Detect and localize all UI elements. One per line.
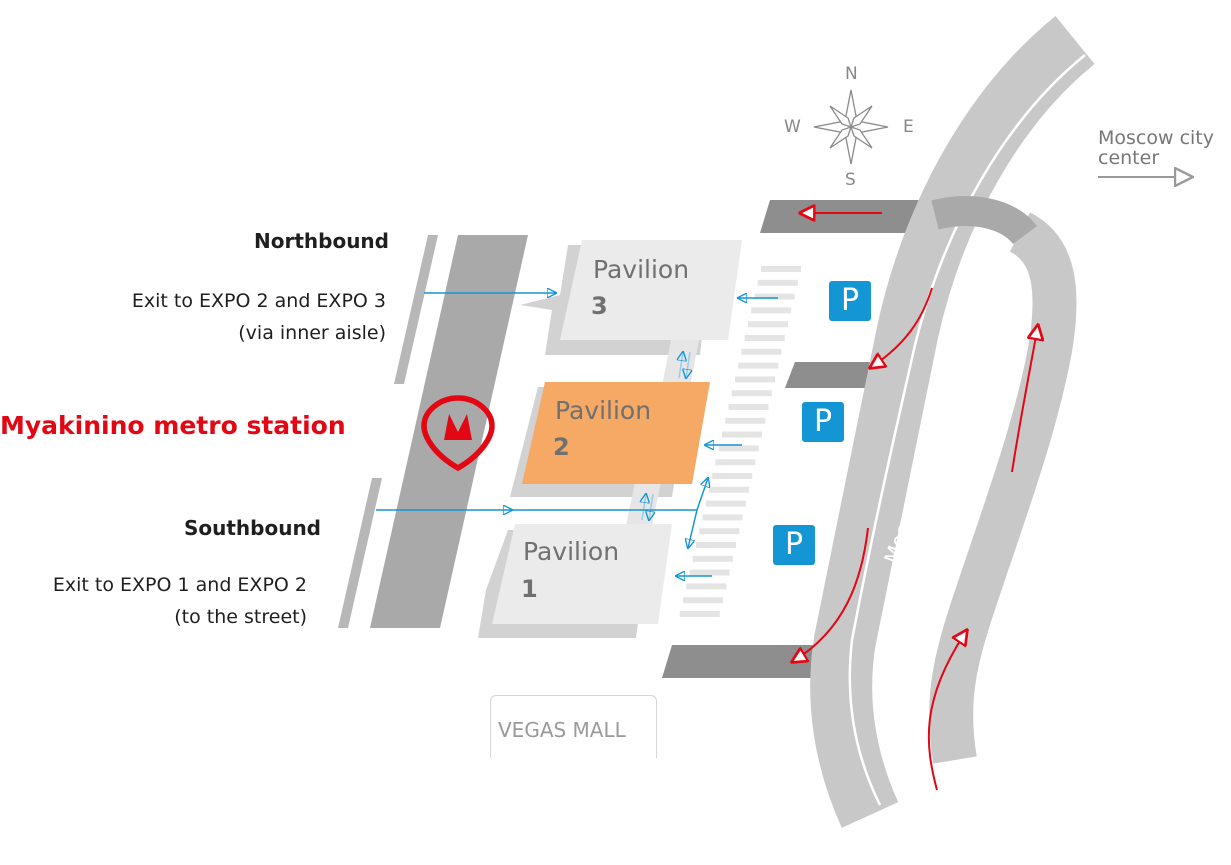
compass-rose-icon: [813, 89, 889, 165]
aisle-stripe: [731, 390, 772, 397]
aisle-stripe: [712, 473, 753, 479]
aisle-stripe: [757, 279, 798, 286]
aisle-stripe: [683, 597, 723, 604]
aisle-stripe: [754, 293, 795, 300]
aisle-stripe: [751, 307, 792, 314]
aisle-stripe: [709, 486, 749, 493]
vegas-mall-label: VEGAS MALL: [498, 718, 626, 742]
northbound-title: Northbound: [254, 229, 389, 253]
parking-sign-south: P: [773, 525, 815, 565]
compass-north: N: [845, 64, 858, 84]
northbound-exit-2: (via inner aisle): [238, 322, 386, 344]
city-center-label-1: Moscow city: [1098, 127, 1214, 149]
pavilion-3-block: [560, 240, 742, 340]
aisle-stripe: [748, 321, 788, 328]
parking-sign-north: P: [829, 281, 871, 321]
track-north: [394, 235, 438, 384]
southbound-exit-1: Exit to EXPO 1 and EXPO 2: [52, 574, 307, 596]
aisle-stripe: [728, 404, 769, 410]
metro-logo-icon: [421, 395, 495, 472]
mkad-centerline: [848, 54, 1086, 806]
mkad-road: [810, 15, 1095, 828]
aisle-stripe: [696, 542, 736, 548]
track-south: [338, 478, 382, 628]
aisle-stripe: [738, 362, 779, 369]
aisle-stripe: [689, 569, 730, 576]
aisle-stripe: [702, 514, 743, 521]
aisle-stripe: [692, 555, 733, 562]
pavilion-3-name: Pavilion: [593, 255, 690, 284]
compass-west: W: [784, 117, 801, 137]
corridor-arrows: [642, 352, 690, 520]
entry-arrows: [376, 293, 778, 576]
compass-east: E: [903, 117, 914, 137]
traffic-arrows: [792, 213, 1038, 791]
ramp-junction-upper: [931, 196, 1037, 245]
southbound-title: Southbound: [183, 516, 321, 540]
inner-aisle: [679, 266, 801, 617]
pavilion-2-name: Pavilion: [555, 396, 652, 425]
northbound-exit-1: Exit to EXPO 2 and EXPO 3: [131, 290, 386, 312]
aisle-stripe: [741, 348, 782, 355]
aisle-stripe: [699, 528, 740, 535]
aisle-stripe: [718, 445, 759, 452]
pavilion-1-number: 1: [521, 575, 538, 603]
compass-south: S: [845, 170, 856, 190]
vegas-mall-box: [490, 695, 657, 758]
mkad-main-carriageway: [810, 15, 1095, 828]
aisle-stripe: [722, 431, 762, 438]
aisle-stripe: [715, 459, 756, 466]
southbound-exit-2: (to the street): [174, 606, 307, 628]
station-name: Myakinino metro station: [0, 411, 346, 440]
aisle-stripe: [679, 611, 720, 617]
ramp-south: [662, 645, 830, 678]
aisle-stripe: [705, 500, 746, 507]
pavilion-2-number: 2: [553, 433, 570, 461]
pavilion-1-block: [492, 524, 672, 624]
pavilion-2-block: [522, 382, 710, 484]
aisle-stripe: [686, 583, 727, 590]
parking-sign-middle: P: [802, 402, 844, 442]
pavilions: [492, 240, 742, 624]
aisle-stripe: [725, 417, 766, 424]
aisle-stripe: [735, 376, 775, 383]
aisle-stripe: [761, 266, 801, 272]
ramp-middle: [785, 362, 890, 388]
pavilion-3-number: 3: [591, 292, 608, 320]
mkad-loop-ramp: [929, 212, 1077, 764]
aisle-stripe: [744, 335, 785, 341]
city-center-label-2: center: [1098, 147, 1160, 169]
pavilion-1-name: Pavilion: [523, 537, 620, 566]
